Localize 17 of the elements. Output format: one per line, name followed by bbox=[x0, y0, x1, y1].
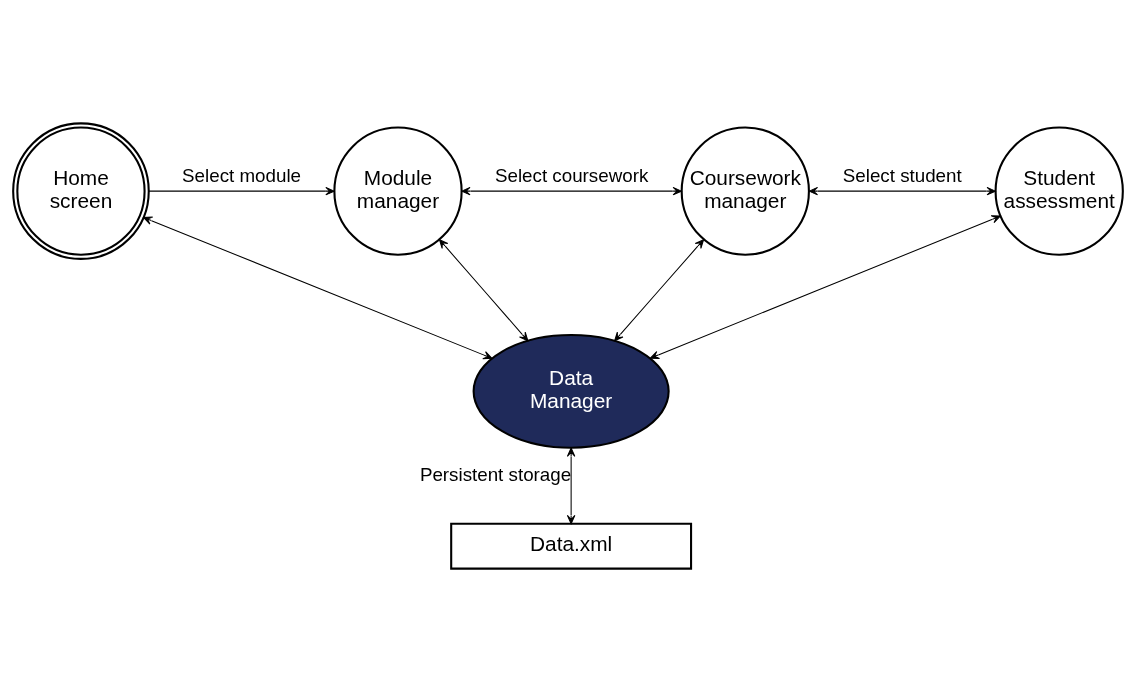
edge-label: Select module bbox=[181, 164, 301, 186]
node-circle: Module manager bbox=[332, 125, 463, 256]
node-circle: Student assessment bbox=[994, 125, 1124, 256]
edge-label: Select student bbox=[842, 164, 962, 186]
node-box: Data.xml bbox=[449, 522, 692, 570]
arrow bbox=[460, 186, 682, 195]
arrow bbox=[566, 447, 575, 524]
arrow bbox=[147, 186, 335, 195]
node-circle: Coursework manager bbox=[680, 125, 810, 256]
edge-label: Select coursework bbox=[494, 164, 648, 186]
arrow bbox=[649, 214, 1001, 359]
node-circle: Home screen bbox=[11, 121, 150, 260]
arrow bbox=[808, 186, 996, 195]
arrow bbox=[613, 238, 704, 341]
arrow bbox=[142, 216, 492, 359]
edge-label: Persistent storage bbox=[419, 463, 571, 485]
arrow bbox=[438, 238, 528, 341]
